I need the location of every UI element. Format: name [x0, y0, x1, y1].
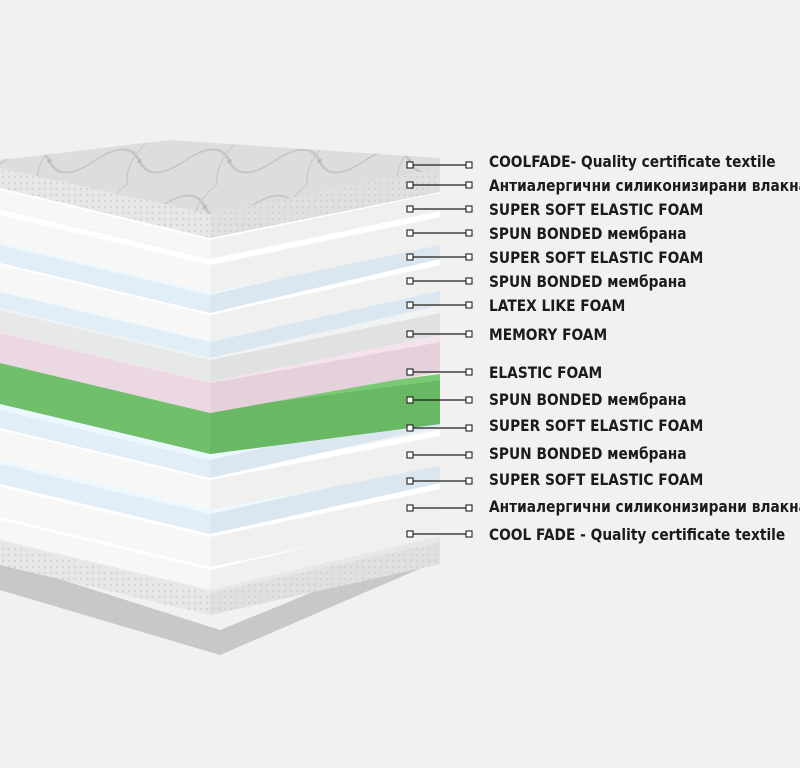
connector-2 — [406, 181, 473, 189]
layer-label-15: COOL FADE - Quality certificate textile — [489, 525, 786, 544]
connector-3 — [406, 205, 473, 213]
connector-end-marker — [465, 161, 473, 169]
connector-end-marker — [465, 229, 473, 237]
connector-end-marker — [465, 330, 473, 338]
layer-label-9: ELASTIC FOAM — [489, 363, 603, 382]
layer-slab-7 — [0, 304, 440, 382]
connector-end-marker — [465, 181, 473, 189]
connector-start-marker — [406, 277, 414, 285]
connector-6 — [406, 277, 473, 285]
connector-end-marker — [465, 477, 473, 485]
connector-start-marker — [406, 253, 414, 261]
connector-14 — [406, 504, 473, 512]
connector-end-marker — [465, 424, 473, 432]
layer-slab-14 — [0, 510, 440, 590]
layer-label-4: SPUN BONDED мембрана — [489, 224, 687, 243]
connector-start-marker — [406, 161, 414, 169]
connector-9 — [406, 368, 473, 376]
layer-label-10: SPUN BONDED мембрана — [489, 390, 687, 409]
layer-slab-15 — [0, 536, 440, 615]
connector-start-marker — [406, 181, 414, 189]
connector-end-marker — [465, 205, 473, 213]
layer-slab-5 — [0, 259, 440, 341]
layer-slab-12 — [0, 457, 440, 534]
connector-start-marker — [406, 504, 414, 512]
layer-label-2: Антиалергични силиконизирани влакна — [489, 176, 800, 195]
connector-4 — [406, 229, 473, 237]
connector-start-marker — [406, 477, 414, 485]
layer-slab-8 — [0, 327, 440, 413]
connector-7 — [406, 301, 473, 309]
layer-label-8: MEMORY FOAM — [489, 325, 608, 344]
connector-8 — [406, 330, 473, 338]
layer-label-3: SUPER SOFT ELASTIC FOAM — [489, 200, 704, 219]
connector-5 — [406, 253, 473, 261]
connector-end-marker — [465, 530, 473, 538]
layer-slab-11 — [0, 424, 440, 510]
connector-end-marker — [465, 301, 473, 309]
layer-slab-1 — [0, 158, 440, 238]
layer-label-7: LATEX LIKE FOAM — [489, 296, 626, 315]
connector-15 — [406, 530, 473, 538]
connector-start-marker — [406, 368, 414, 376]
connector-11 — [406, 424, 473, 432]
connector-end-marker — [465, 368, 473, 376]
connector-start-marker — [406, 424, 414, 432]
layer-label-13: SUPER SOFT ELASTIC FOAM — [489, 470, 704, 489]
connector-end-marker — [465, 253, 473, 261]
connector-start-marker — [406, 301, 414, 309]
layer-label-6: SPUN BONDED мембрана — [489, 272, 687, 291]
connector-end-marker — [465, 451, 473, 459]
layer-label-5: SUPER SOFT ELASTIC FOAM — [489, 248, 704, 267]
connector-start-marker — [406, 396, 414, 404]
connector-end-marker — [465, 504, 473, 512]
layer-slab-9 — [0, 354, 440, 454]
layer-label-11: SUPER SOFT ELASTIC FOAM — [489, 416, 704, 435]
connector-start-marker — [406, 229, 414, 237]
connector-start-marker — [406, 205, 414, 213]
layer-slab-13 — [0, 481, 440, 567]
layer-label-12: SPUN BONDED мембрана — [489, 444, 687, 463]
layer-slab-6 — [0, 283, 440, 358]
connector-12 — [406, 451, 473, 459]
connector-start-marker — [406, 451, 414, 459]
connector-start-marker — [406, 330, 414, 338]
connector-end-marker — [465, 277, 473, 285]
layer-label-14: Антиалергични силиконизирани влакна — [489, 497, 800, 516]
quilted-top-surface — [0, 140, 440, 214]
connector-13 — [406, 477, 473, 485]
connector-start-marker — [406, 530, 414, 538]
connector-1 — [406, 161, 473, 169]
connector-10 — [406, 396, 473, 404]
mattress-base-shadow — [0, 540, 440, 655]
connector-end-marker — [465, 396, 473, 404]
layer-slab-2 — [0, 184, 440, 258]
layer-slab-4 — [0, 235, 440, 313]
layer-slab-3 — [0, 209, 440, 293]
layer-label-1: COOLFADE- Quality certificate textile — [489, 152, 776, 171]
